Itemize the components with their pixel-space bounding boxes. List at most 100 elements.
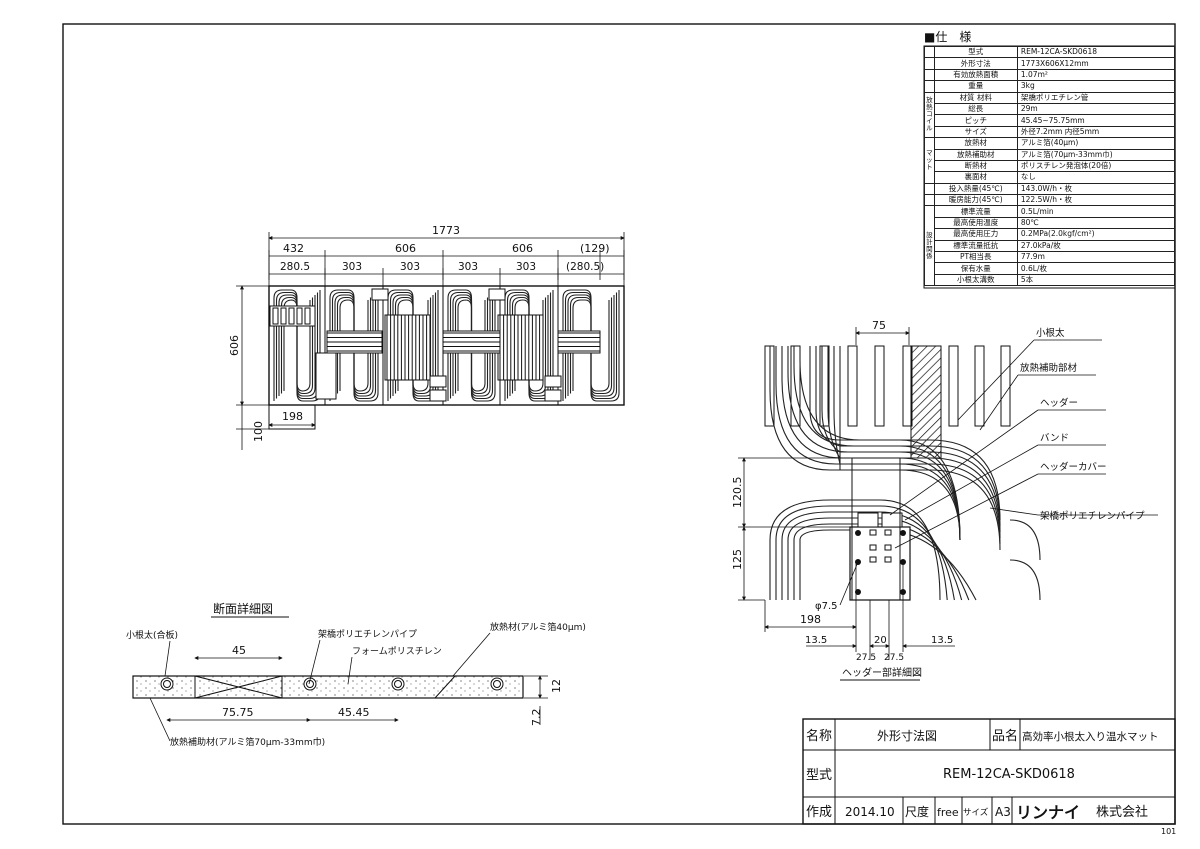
spec-value: 80℃ bbox=[1016, 216, 1175, 230]
spec-value: 45.45~75.75mm bbox=[1016, 114, 1175, 127]
dim-72: 7.2 bbox=[530, 709, 543, 727]
spec-row: 裏面材なし bbox=[925, 171, 1175, 184]
spec-value: ポリスチレン発泡体(20倍) bbox=[1016, 159, 1175, 173]
spec-label: 型式 bbox=[933, 45, 1018, 59]
spec-label: サイズ bbox=[933, 125, 1018, 139]
dim-135b: 13.5 bbox=[931, 635, 953, 646]
spec-label: 材質 材料 bbox=[933, 91, 1018, 104]
dim-top: (129) bbox=[580, 242, 610, 255]
spec-value: 0.2MPa(2.0kgf/cm²) bbox=[1016, 228, 1175, 241]
drawing-frame bbox=[62, 23, 1176, 825]
section-title: 断面詳細図 bbox=[213, 601, 273, 616]
spec-value: 架橋ポリエチレン管 bbox=[1016, 91, 1175, 104]
spec-value: 外径7.2mm 内径5mm bbox=[1016, 125, 1175, 139]
spec-label: 断熱材 bbox=[933, 159, 1018, 173]
spec-label: PT相当長 bbox=[933, 251, 1018, 264]
spec-value: アルミ箔(70μm-33mm巾) bbox=[1016, 148, 1175, 161]
spec-row: 放 熱 コ イ ル材質 材料架橋ポリエチレン管 bbox=[924, 91, 1175, 139]
spec-group: 放 熱 コ イ ル bbox=[924, 91, 935, 139]
spec-value: 122.5W/h・枚 bbox=[1016, 194, 1175, 207]
spec-value: 143.0W/h・枚 bbox=[1016, 182, 1175, 196]
spec-label: ピッチ bbox=[933, 114, 1018, 127]
dim-4545: 45.45 bbox=[338, 706, 370, 719]
tb-product-value: 高効率小根太入り温水マット bbox=[1022, 730, 1159, 743]
spec-label: 放熱材 bbox=[933, 137, 1018, 150]
spec-value: 1773X606X12mm bbox=[1016, 57, 1175, 70]
header-detail-label: ヘッダー bbox=[1040, 397, 1078, 409]
label-aux: 放熱補助材(アルミ箔70μm-33mm巾) bbox=[170, 736, 325, 748]
dim-1205: 120.5 bbox=[731, 477, 744, 509]
spec-group bbox=[924, 194, 935, 207]
dim-height: 606 bbox=[228, 335, 241, 356]
spec-label: 小根太溝数 bbox=[933, 273, 1018, 287]
dim-total-width: 1773 bbox=[432, 224, 460, 237]
spec-row: 放熱補助材アルミ箔(70μm-33mm巾) bbox=[925, 148, 1175, 161]
dim-12: 12 bbox=[550, 679, 563, 693]
dim-sub: 303 bbox=[342, 261, 362, 273]
dim-100: 100 bbox=[252, 421, 265, 442]
tb-scale-label: 尺度 bbox=[905, 804, 929, 819]
spec-label: 暖房能力(45℃) bbox=[933, 194, 1018, 207]
dim-phi: φ7.5 bbox=[815, 601, 838, 612]
spec-heading: ■仕 様 bbox=[924, 30, 972, 44]
spec-row: 暖房能力(45℃)122.5W/h・枚 bbox=[924, 194, 1175, 207]
dim-sub: 280.5 bbox=[280, 261, 310, 273]
label-pipe-section: 架橋ポリエチレンパイプ bbox=[318, 628, 417, 640]
spec-label: 投入熱量(45℃) bbox=[933, 182, 1018, 196]
header-detail-label: ヘッダーカバー bbox=[1040, 461, 1107, 473]
dim-20: 20 bbox=[874, 635, 887, 646]
label-foam: フォームポリスチレン bbox=[352, 646, 442, 657]
spec-label: 最高使用圧力 bbox=[933, 228, 1018, 241]
tb-size-label: サイズ bbox=[963, 807, 989, 818]
tb-scale-value: free bbox=[937, 806, 959, 819]
spec-value: 29m bbox=[1016, 102, 1175, 116]
dim-sub: 303 bbox=[458, 261, 478, 273]
company-logo: リンナイ bbox=[1016, 803, 1080, 822]
dim-198: 198 bbox=[282, 410, 303, 423]
spec-value: 0.5L/min bbox=[1016, 205, 1175, 218]
dim-75: 75 bbox=[872, 319, 886, 332]
header-detail: 75 120.5 125 198 13.5 20 13.5 27.5 27.5 … bbox=[731, 319, 1158, 681]
spec-group bbox=[924, 182, 935, 196]
spec-label: 標準流量抵抗 bbox=[933, 239, 1018, 253]
spec-value: 5本 bbox=[1016, 273, 1175, 287]
spec-label: 総長 bbox=[933, 102, 1018, 116]
spec-label: 標準流量 bbox=[933, 205, 1018, 218]
label-heatsink: 放熱材(アルミ箔40μm) bbox=[490, 621, 586, 633]
dim-198-hd: 198 bbox=[800, 613, 821, 626]
spec-label: 外形寸法 bbox=[933, 57, 1018, 70]
header-detail-label: バンド bbox=[1040, 433, 1069, 444]
tb-name-label: 名称 bbox=[806, 728, 832, 744]
header-detail-title: ヘッダー部詳細図 bbox=[842, 666, 922, 679]
dim-45: 45 bbox=[232, 644, 246, 657]
dim-top: 432 bbox=[283, 242, 304, 255]
dim-125: 125 bbox=[731, 549, 744, 570]
spec-value: REM-12CA-SKD0618 bbox=[1016, 45, 1175, 59]
spec-value: アルミ箔(40μm) bbox=[1016, 137, 1175, 150]
spec-group bbox=[924, 45, 935, 59]
company-suffix: 株式会社 bbox=[1096, 804, 1148, 820]
spec-value: 0.6L/枚 bbox=[1016, 262, 1175, 275]
spec-label: 重量 bbox=[933, 80, 1018, 93]
tb-model-label: 型式 bbox=[806, 768, 832, 783]
header-detail-label: 架橋ポリエチレンパイプ bbox=[1040, 510, 1145, 522]
label-konedaita: 小根太(合板) bbox=[126, 629, 178, 641]
header-detail-label: 放熱補助部材 bbox=[1020, 362, 1078, 374]
dim-top: 606 bbox=[395, 242, 416, 255]
spec-value: 1.07m² bbox=[1016, 68, 1175, 82]
header-detail-label: 小根太 bbox=[1036, 327, 1065, 339]
spec-row: マ ッ ト放熱材アルミ箔(40μm) bbox=[924, 137, 1175, 184]
tb-made-label: 作成 bbox=[806, 805, 832, 820]
spec-group bbox=[924, 80, 935, 93]
spec-value: 77.9m bbox=[1016, 251, 1175, 264]
